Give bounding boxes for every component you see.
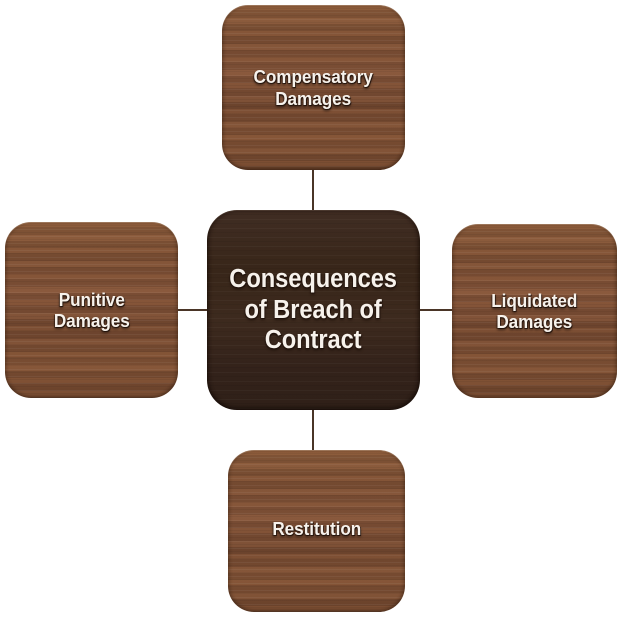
node-liquidated-damages-label: Liquidated Damages (491, 289, 578, 332)
node-center-label: Consequences of Breach of Contract (229, 265, 398, 355)
node-punitive-damages-label: Punitive Damages (53, 288, 130, 331)
node-consequences-of-breach-of-contract[interactable]: Consequences of Breach of Contract (207, 210, 420, 410)
connector-center-to-left (172, 309, 213, 311)
node-liquidated-damages[interactable]: Liquidated Damages (452, 224, 617, 398)
connector-center-to-bottom (312, 404, 314, 456)
node-compensatory-damages-label: Compensatory Damages (253, 66, 374, 109)
node-punitive-damages[interactable]: Punitive Damages (5, 222, 178, 398)
connector-center-to-right (414, 309, 458, 311)
connector-center-to-top (312, 164, 314, 216)
node-restitution-label: Restitution (272, 518, 361, 539)
node-compensatory-damages[interactable]: Compensatory Damages (222, 5, 405, 170)
node-restitution[interactable]: Restitution (228, 450, 405, 612)
